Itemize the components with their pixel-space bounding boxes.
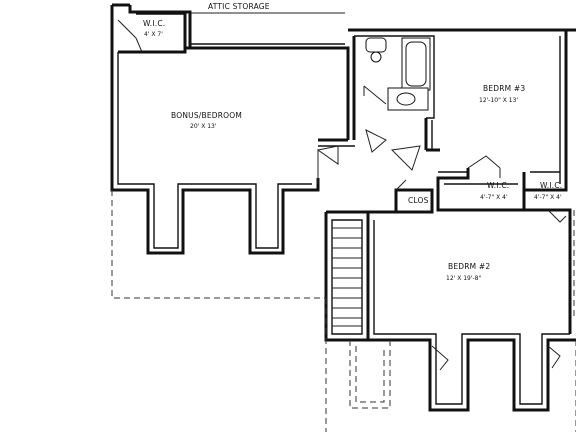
bedrm3-walls [424,30,568,223]
bedrm2-dimensions: 12' X 19'-8" [446,275,481,282]
wic-middle-dimensions: 4'-7" X 4' [480,194,508,201]
staircase [324,210,372,342]
bonus-room-walls [110,3,355,255]
wic-top-label: W.I.C. [143,19,165,28]
bath-walls [348,28,576,140]
toilet-fixture [365,37,387,53]
bonus-bedroom-label: BONUS/BEDROOM [171,111,242,120]
bonus-bedroom-dimensions: 20' X 13' [190,123,217,130]
wic-top-walls [117,5,192,53]
wic-middle-label: W.I.C. [487,181,509,190]
wic-right-dimensions: 4'-7" X 4' [534,194,562,201]
closet-walls [394,179,434,214]
bedrm3-label: BEDRM #3 [483,84,525,93]
bonus-door-swings [316,129,421,184]
dashed-outlines [111,190,576,432]
bedrm2-label: BEDRM #2 [448,262,490,271]
closet-label: CLOS [408,196,429,205]
bedrm2-walls [366,208,576,412]
wic-right-label: W.I.C. [540,181,562,190]
wic-top-dimensions: 4' X 7' [144,31,163,38]
attic-storage-label: ATTIC STORAGE [208,2,270,11]
bedrm3-dimensions: 12'-10" X 13' [479,97,518,104]
